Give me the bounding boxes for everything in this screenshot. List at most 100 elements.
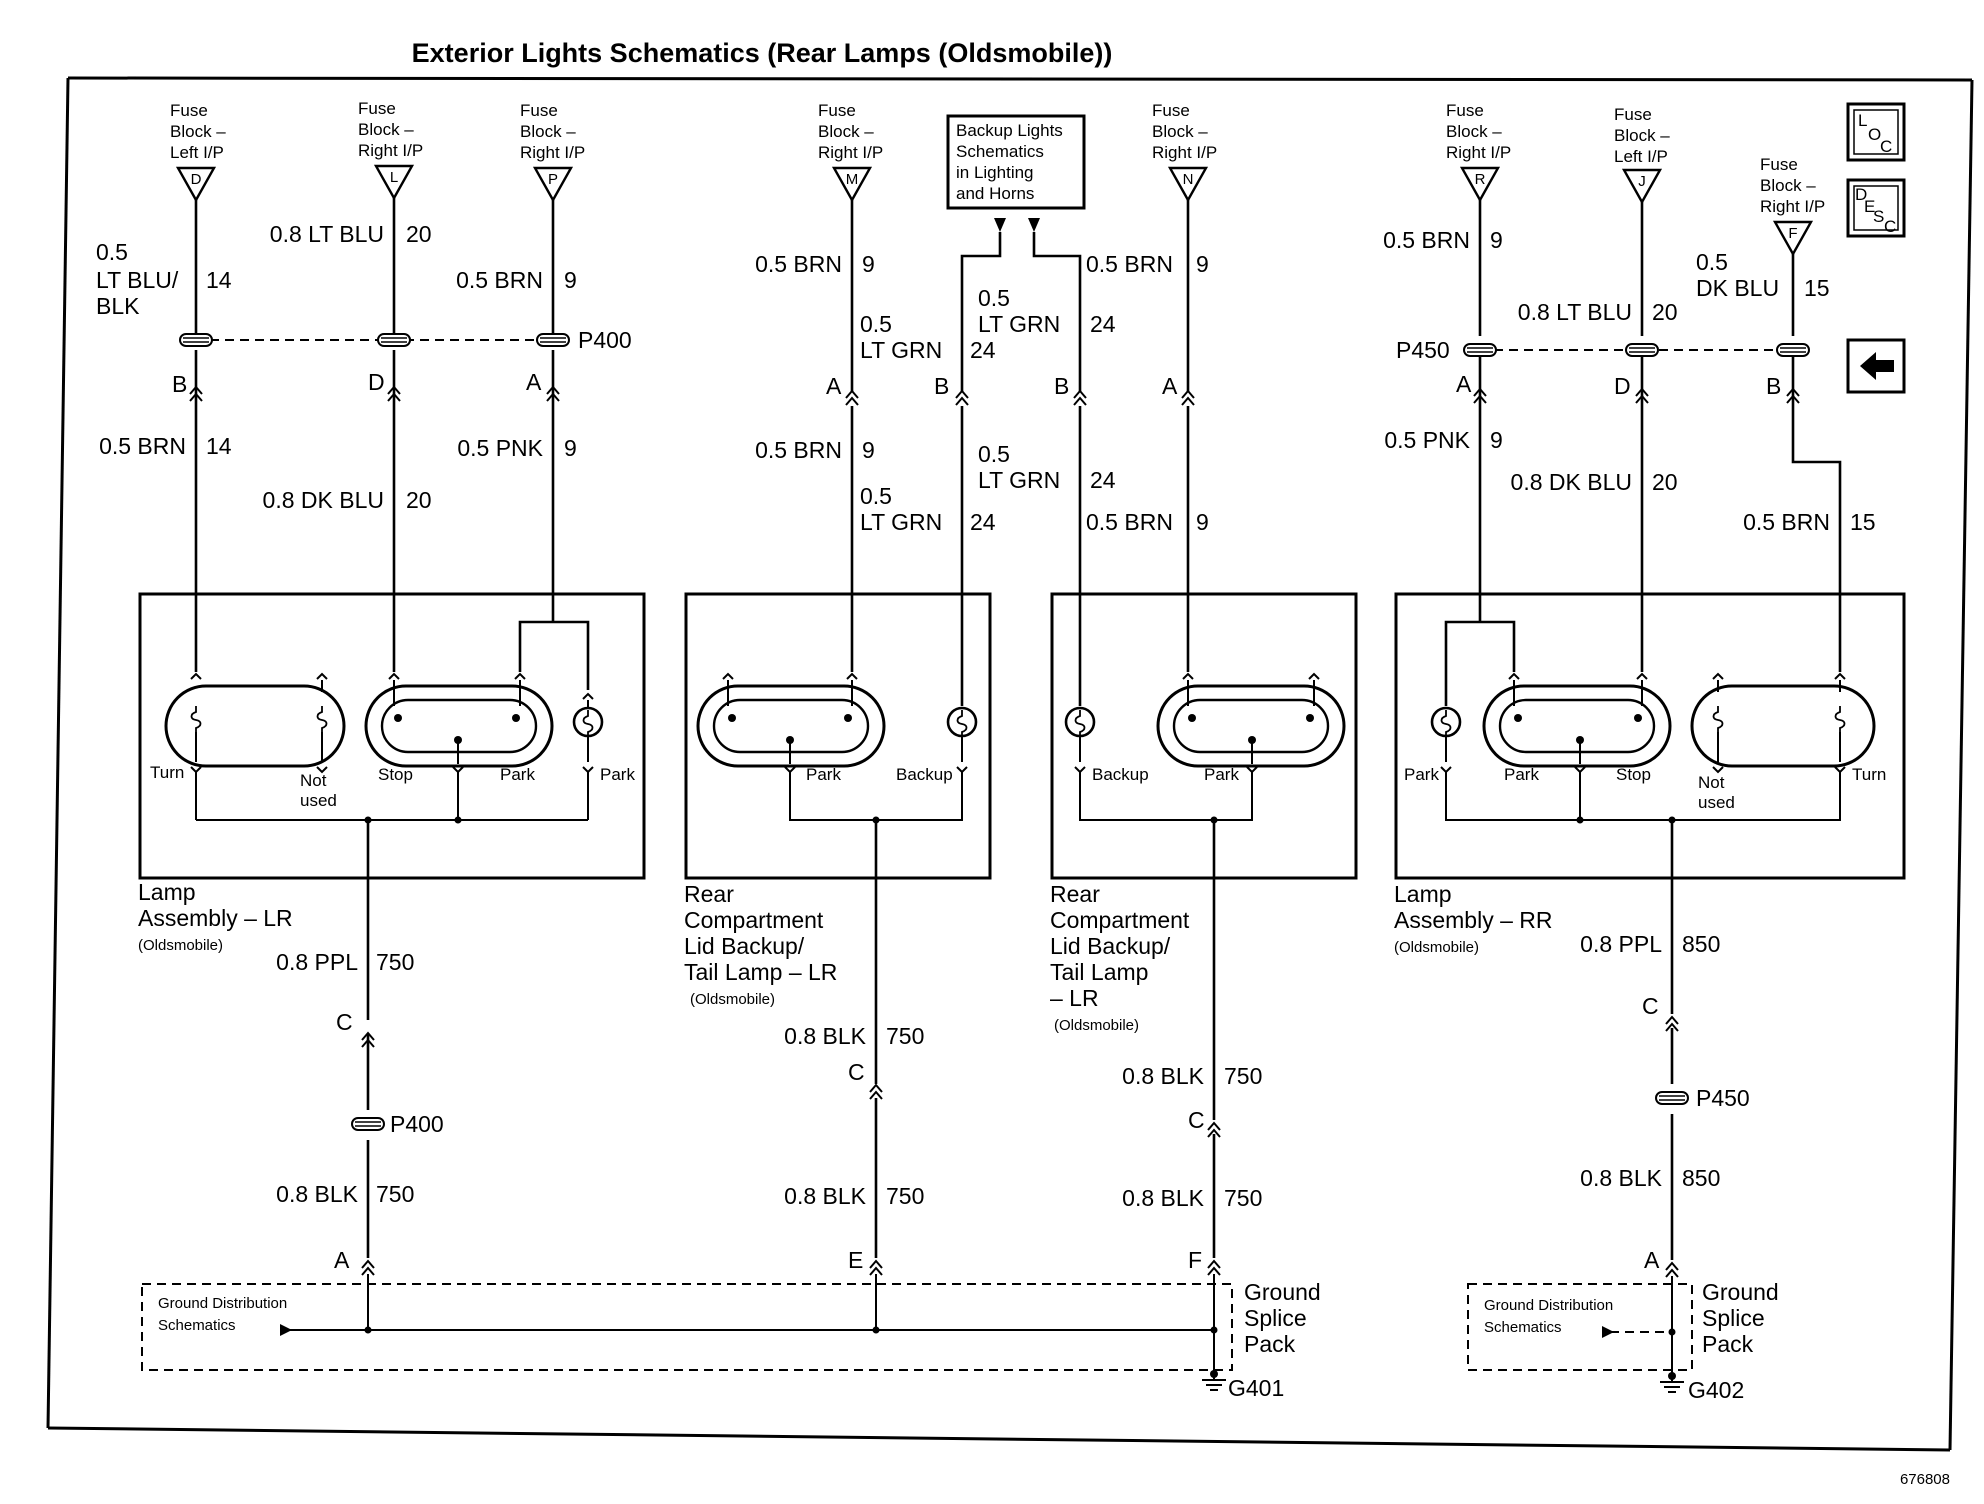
svg-text:850: 850 [1682,1165,1720,1191]
svg-text:Assembly – RR: Assembly – RR [1394,907,1552,933]
svg-text:0.5: 0.5 [1696,249,1728,275]
svg-text:F: F [1188,1247,1202,1273]
svg-text:Splice: Splice [1702,1305,1765,1331]
svg-text:750: 750 [376,949,414,975]
back-arrow-icon[interactable] [1846,338,1906,394]
svg-text:Schematics: Schematics [158,1317,236,1334]
lamp-assembly-lr: Turn Not used Stop Park Park Lamp Assemb… [138,592,646,954]
svg-text:LT GRN: LT GRN [978,311,1060,337]
svg-text:B: B [1054,373,1069,399]
svg-text:Park: Park [806,765,841,784]
svg-text:14: 14 [206,267,232,293]
wiring-lid-lamp-2: B A 0.5 BRN 9 0.5 LT GRN 24 0.5 LT GRN 2… [978,200,1209,706]
svg-text:Left I/P: Left I/P [170,143,224,162]
svg-text:D: D [368,369,385,395]
p400-connector-left: P400 B D A [172,327,632,402]
svg-text:750: 750 [1224,1063,1262,1089]
svg-text:Assembly – LR: Assembly – LR [138,905,293,931]
svg-text:L: L [390,169,398,186]
svg-text:C: C [336,1009,353,1035]
svg-text:Fuse: Fuse [1760,155,1798,174]
svg-text:Ground Distribution: Ground Distribution [1484,1297,1613,1314]
svg-text:20: 20 [1652,299,1678,325]
svg-text:0.8 BLK: 0.8 BLK [1122,1185,1204,1211]
svg-text:Lid Backup/: Lid Backup/ [1050,933,1171,959]
svg-text:DK BLU: DK BLU [1696,275,1779,301]
svg-text:used: used [300,791,337,810]
svg-text:D: D [191,171,202,188]
svg-text:Rear: Rear [684,881,734,907]
fuse-block-right-ip-n: Fuse Block – Right I/P N [1152,101,1217,202]
backup-lights-reference-box[interactable]: Backup Lights Schematics in Lighting and… [946,114,1086,232]
svg-text:P450: P450 [1396,337,1450,363]
wire-labels-rr: 0.5 BRN 9 0.8 LT BLU 20 0.5 DK BLU 15 0.… [1383,227,1876,535]
svg-text:Compartment: Compartment [684,907,824,933]
svg-text:Turn: Turn [1852,765,1886,784]
svg-text:Fuse: Fuse [818,101,856,120]
svg-text:Lamp: Lamp [1394,881,1452,907]
svg-text:Rear: Rear [1050,881,1100,907]
svg-text:0.8 LT BLU: 0.8 LT BLU [1518,299,1632,325]
svg-text:0.5 PNK: 0.5 PNK [1384,427,1470,453]
svg-text:850: 850 [1682,931,1720,957]
svg-text:0.8 BLK: 0.8 BLK [1122,1063,1204,1089]
svg-text:BLK: BLK [96,293,140,319]
svg-text:S: S [1873,207,1884,226]
svg-text:9: 9 [1196,251,1209,277]
wire-label-pnk-9-l: 0.5 PNK 9 [457,435,576,461]
svg-text:Block –: Block – [520,122,576,141]
desc-icon[interactable]: D E S C [1846,178,1906,238]
svg-text:M: M [846,171,859,188]
fuse-block-left-ip-j: Fuse Block – Left I/P J [1614,105,1670,204]
svg-text:Right I/P: Right I/P [1446,143,1511,162]
svg-text:A: A [1162,373,1178,399]
svg-text:in Lighting: in Lighting [956,163,1034,182]
svg-text:Backup Lights: Backup Lights [956,121,1063,140]
svg-text:used: used [1698,793,1735,812]
svg-text:A: A [1456,371,1472,397]
page-title: Exterior Lights Schematics (Rear Lamps (… [412,38,1113,68]
svg-text:P400: P400 [578,327,632,353]
svg-text:0.8 BLK: 0.8 BLK [276,1181,358,1207]
svg-text:G401: G401 [1228,1375,1284,1401]
svg-text:Fuse: Fuse [170,101,208,120]
wiring-rr-ground: C P450 A 0.8 PPL 850 0.8 BLK 850 [1580,820,1750,1278]
svg-text:C: C [1880,137,1892,156]
svg-text:0.5 BRN: 0.5 BRN [99,433,186,459]
fuse-block-right-ip-m: Fuse Block – Right I/P M [818,101,883,202]
svg-text:9: 9 [1490,227,1503,253]
svg-text:Park: Park [600,765,635,784]
svg-text:24: 24 [1090,311,1116,337]
svg-text:Schematics: Schematics [956,142,1044,161]
svg-text:C: C [1642,993,1659,1019]
svg-text:0.8 DK BLU: 0.8 DK BLU [263,487,384,513]
svg-text:Park: Park [1404,765,1439,784]
svg-text:24: 24 [970,509,996,535]
svg-text:A: A [1644,1247,1660,1273]
loc-icon[interactable]: L O C [1846,102,1906,162]
wire-label-brn-14: 0.5 BRN 14 [99,433,232,459]
svg-text:Turn: Turn [150,763,184,782]
svg-text:Tail Lamp – LR: Tail Lamp – LR [684,959,837,985]
svg-text:Pack: Pack [1702,1331,1754,1357]
svg-text:Tail Lamp: Tail Lamp [1050,959,1148,985]
svg-text:B: B [172,371,187,397]
svg-text:0.5 BRN: 0.5 BRN [456,267,543,293]
svg-text:(Oldsmobile): (Oldsmobile) [138,937,223,954]
svg-text:0.8 PPL: 0.8 PPL [1580,931,1662,957]
svg-text:N: N [1183,171,1194,188]
svg-text:0.8 DK BLU: 0.8 DK BLU [1511,469,1632,495]
fuse-block-right-ip-l: Fuse Block – Right I/P L [358,99,423,200]
ground-distribution-g401: Ground Distribution Schematics Ground Sp… [141,1274,1321,1401]
svg-text:9: 9 [862,437,875,463]
rear-compartment-lid-lamp-lr-1: Park Backup Rear Compartment Lid Backup/… [684,592,992,1008]
svg-text:Block –: Block – [1614,126,1670,145]
svg-text:0.5: 0.5 [860,311,892,337]
ground-distribution-g402: Ground Distribution Schematics Ground Sp… [1467,1276,1779,1403]
svg-text:Not: Not [1698,773,1725,792]
svg-text:15: 15 [1804,275,1830,301]
svg-text:9: 9 [862,251,875,277]
svg-text:Backup: Backup [1092,765,1149,784]
svg-text:and Horns: and Horns [956,184,1034,203]
svg-text:Right I/P: Right I/P [520,143,585,162]
